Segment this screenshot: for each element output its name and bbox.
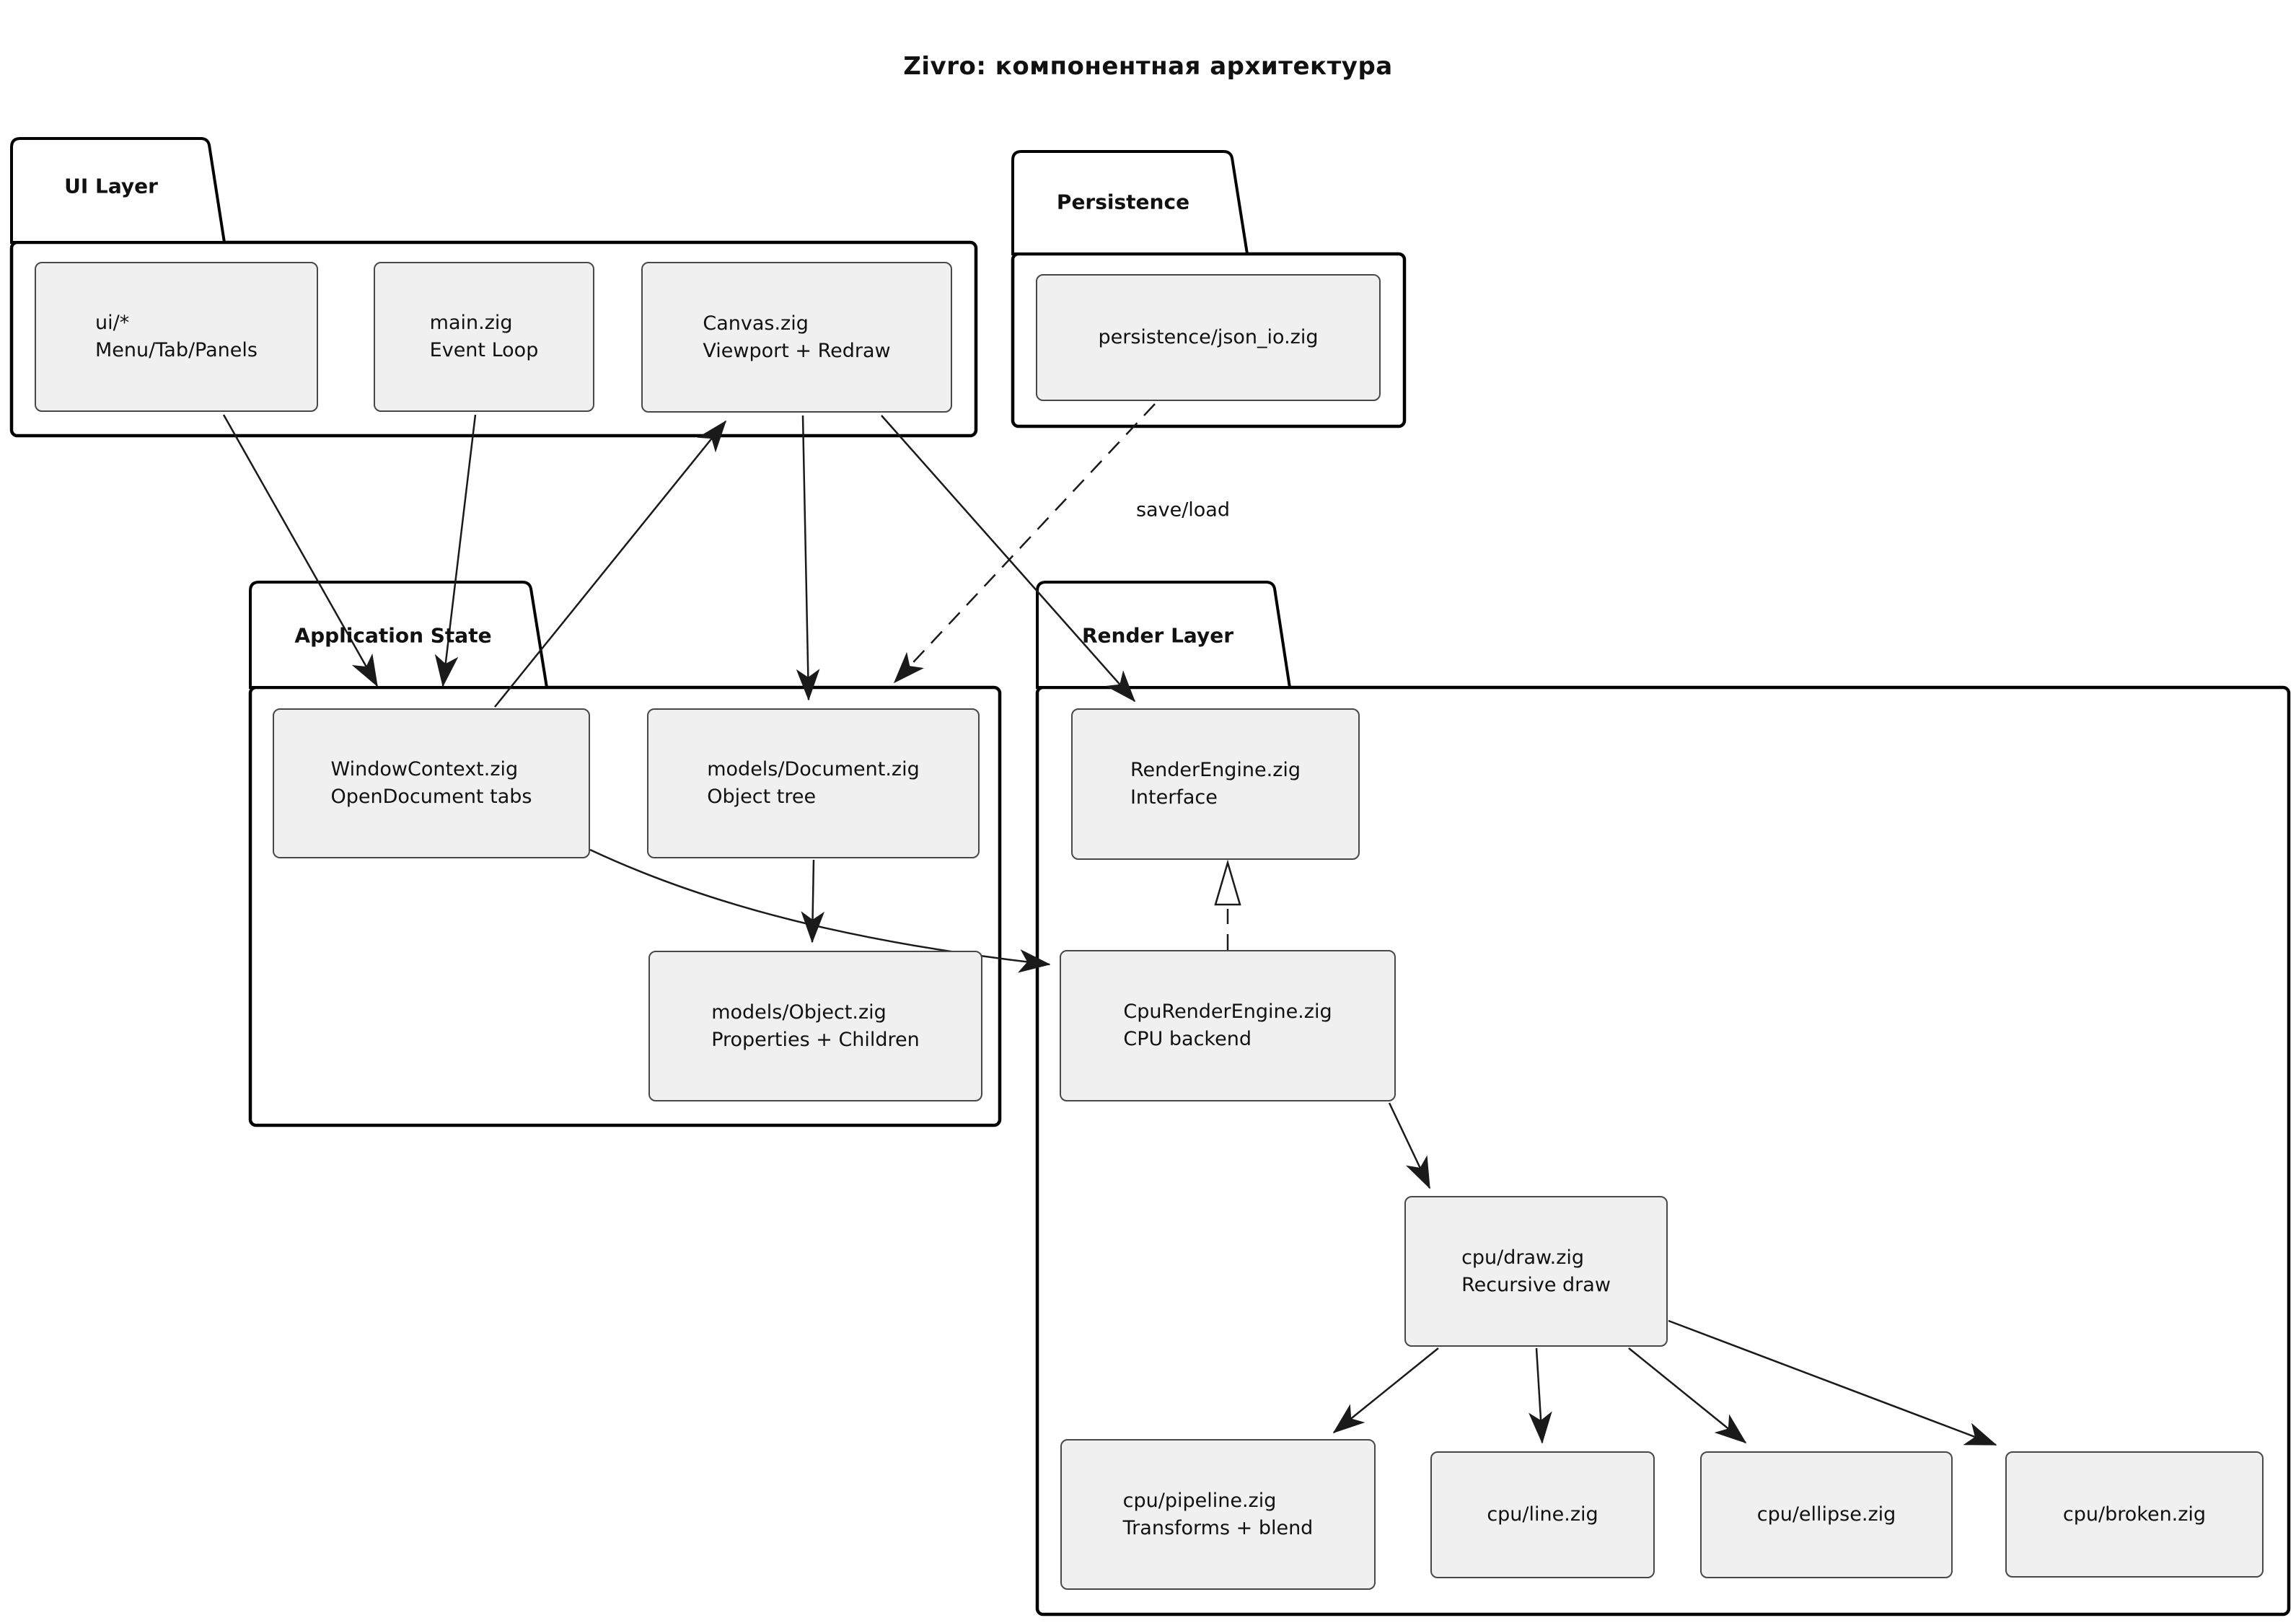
component-cpu-line-zig: cpu/line.zig [1430, 1451, 1655, 1578]
component-canvas-zig: Canvas.zig Viewport + Redraw [641, 262, 952, 413]
component-models-object-zig: models/Object.zig Properties + Children [648, 951, 982, 1101]
component-ellipse-line1: cpu/ellipse.zig [1756, 1503, 1896, 1526]
package-label-render-layer: Render Layer [1082, 623, 1233, 648]
component-windowcontext-line2: OpenDocument tabs [330, 786, 532, 808]
component-pipeline-line1: cpu/pipeline.zig [1122, 1489, 1277, 1512]
edge-label-save-load: save/load [1135, 498, 1231, 522]
component-canvas-line2: Viewport + Redraw [703, 339, 891, 362]
component-pipeline-line2: Transforms + blend [1122, 1516, 1314, 1539]
component-broken-line1: cpu/broken.zig [2062, 1503, 2207, 1526]
realization-triangle-icon [1214, 859, 1241, 906]
component-renderengine-zig: RenderEngine.zig Interface [1071, 708, 1360, 860]
component-cpu-ellipse-zig: cpu/ellipse.zig [1700, 1451, 1953, 1578]
component-line-line1: cpu/line.zig [1487, 1503, 1598, 1526]
component-document-line1: models/Document.zig [707, 758, 920, 780]
component-draw-line2: Recursive draw [1461, 1273, 1611, 1296]
component-object-line1: models/Object.zig [711, 1000, 887, 1024]
package-body-render-layer [1035, 685, 2291, 1617]
edge-main-to-windowcontext [434, 414, 477, 687]
package-tab-application-state [249, 581, 549, 689]
diagram-title: Zivro: компонентная архитектура [903, 52, 1393, 81]
component-cpu-draw-zig: cpu/draw.zig Recursive draw [1404, 1196, 1668, 1347]
edge-draw-to-ellipse [1628, 1347, 1747, 1444]
edge-cpurenderengine-to-draw [1388, 1102, 1431, 1189]
component-main-line2: Event Loop [429, 339, 539, 361]
component-canvas-line1: Canvas.zig [703, 312, 809, 335]
component-ui-line1: ui/* [95, 312, 130, 334]
package-tab-persistence [1011, 150, 1249, 255]
component-windowcontext-line1: WindowContext.zig [330, 758, 519, 780]
component-json-io-line1: persistence/json_io.zig [1098, 326, 1319, 348]
package-label-persistence: Persistence [1056, 190, 1190, 214]
edge-draw-to-line [1529, 1347, 1552, 1444]
component-renderengine-line1: RenderEngine.zig [1130, 759, 1301, 781]
component-ui: ui/* Menu/Tab/Panels [35, 262, 318, 412]
edge-canvas-to-document [796, 415, 820, 701]
component-draw-line1: cpu/draw.zig [1461, 1246, 1585, 1269]
component-cpurenderengine-line1: CpuRenderEngine.zig [1123, 1000, 1332, 1023]
component-object-line2: Properties + Children [711, 1028, 920, 1051]
edge-draw-to-pipeline [1332, 1347, 1439, 1434]
package-tab-render-layer [1036, 581, 1292, 689]
edge-windowcontext-to-canvas [494, 420, 727, 708]
component-renderengine-line2: Interface [1130, 786, 1218, 809]
package-label-ui-layer: UI Layer [64, 174, 158, 198]
component-cpu-broken-zig: cpu/broken.zig [2005, 1451, 2264, 1578]
component-document-line2: Object tree [707, 786, 817, 808]
component-ui-line2: Menu/Tab/Panels [95, 339, 258, 361]
component-cpurenderengine-zig: CpuRenderEngine.zig CPU backend [1060, 950, 1396, 1101]
edge-document-to-object [801, 859, 825, 944]
component-main-line1: main.zig [429, 312, 513, 334]
edge-jsonio-to-document [893, 403, 1156, 684]
component-persistence-json-io-zig: persistence/json_io.zig [1036, 274, 1381, 401]
component-windowcontext-zig: WindowContext.zig OpenDocument tabs [273, 708, 590, 858]
edge-draw-to-broken [1668, 1319, 1997, 1446]
edge-ui-to-windowcontext [222, 414, 379, 687]
component-main-zig: main.zig Event Loop [374, 262, 594, 412]
component-cpurenderengine-line2: CPU backend [1123, 1028, 1252, 1050]
component-cpu-pipeline-zig: cpu/pipeline.zig Transforms + blend [1060, 1439, 1376, 1590]
package-tab-ui-layer [10, 137, 226, 244]
package-label-application-state: Application State [294, 623, 492, 648]
edge-canvas-to-renderengine [881, 415, 1136, 703]
component-models-document-zig: models/Document.zig Object tree [647, 708, 980, 858]
